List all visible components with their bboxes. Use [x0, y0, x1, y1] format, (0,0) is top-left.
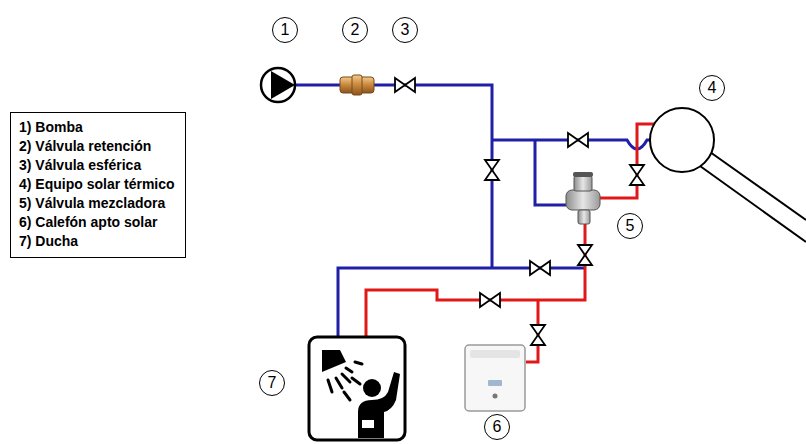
legend-entry: 2) Válvula retención: [19, 137, 175, 156]
solar-collector: [700, 166, 806, 242]
callout-number: 2: [351, 21, 360, 39]
shower-icon: [336, 378, 342, 388]
mixing-valve: [574, 176, 592, 191]
shower-icon: [328, 380, 332, 392]
shower-icon: [352, 378, 360, 384]
hot-pipe: [366, 124, 655, 362]
shower-icon: [362, 420, 374, 428]
legend-entry: 1) Bomba: [19, 118, 175, 137]
ball-valve: [568, 133, 588, 147]
water-heater: [488, 380, 502, 386]
solar-collector: [710, 152, 806, 220]
shower-icon: [328, 362, 362, 400]
callout-number: 7: [268, 374, 277, 392]
check-valve: [352, 75, 362, 95]
callout-number: 3: [401, 21, 410, 39]
callout-circle: 1: [272, 17, 298, 43]
callout-circle: 3: [392, 17, 418, 43]
ball-valve: [395, 78, 415, 92]
mixing-valve: [573, 172, 593, 177]
legend-entry: 3) Válvula esférica: [19, 156, 175, 175]
mixing-valve: [566, 190, 600, 210]
callout-circle: 4: [699, 75, 725, 101]
callout-circle: 6: [484, 414, 510, 440]
shower-icon: [358, 372, 400, 438]
shower-icon: [342, 374, 350, 382]
shower-icon: [344, 392, 350, 400]
shower-icon: [322, 350, 346, 372]
hot-pipe: [600, 124, 655, 198]
legend-box: 1) Bomba2) Válvula retención3) Válvula e…: [10, 112, 186, 258]
callout-circle: 2: [342, 17, 368, 43]
ball-valve: [578, 245, 592, 265]
legend-entry: 5) Válvula mezcladora: [19, 194, 175, 213]
ball-valve: [485, 160, 499, 180]
pump-symbol: [271, 71, 295, 99]
legend-entry: 4) Equipo solar térmico: [19, 175, 175, 194]
shower-icon: [309, 337, 405, 440]
shower-icon: [346, 368, 352, 372]
shower-icon: [309, 337, 405, 440]
cold-pipe: [338, 268, 585, 337]
pump-symbol: [261, 68, 295, 102]
ball-valve: [530, 261, 550, 275]
solar-collector: [650, 108, 806, 242]
callout-circle: 7: [259, 370, 285, 396]
legend-entry: 6) Calefón apto solar: [19, 213, 175, 232]
ball-valve: [395, 78, 644, 345]
mixing-valve: [578, 210, 590, 224]
callout-number: 1: [281, 21, 290, 39]
shower-icon: [355, 362, 362, 364]
water-heater: [470, 350, 520, 358]
ball-valve: [531, 325, 545, 345]
solar-collector: [650, 108, 714, 172]
legend-entry: 7) Ducha: [19, 232, 175, 251]
check-valve: [340, 75, 374, 95]
hot-pipe: [366, 224, 585, 337]
callout-number: 6: [493, 418, 502, 436]
cold-pipe: [295, 85, 492, 268]
mixing-valve: [566, 172, 600, 224]
callout-circle: 5: [617, 213, 643, 239]
ball-valve: [480, 293, 500, 307]
ball-valve: [630, 165, 644, 185]
water-heater: [493, 394, 498, 399]
water-heater: [465, 345, 525, 411]
callout-number: 5: [626, 217, 635, 235]
cold-pipe: [535, 140, 566, 205]
pump-symbol: [261, 68, 295, 102]
water-heater: [465, 345, 525, 411]
shower-icon: [363, 379, 381, 397]
callout-number: 4: [708, 79, 717, 97]
cold-pipe: [295, 85, 652, 337]
